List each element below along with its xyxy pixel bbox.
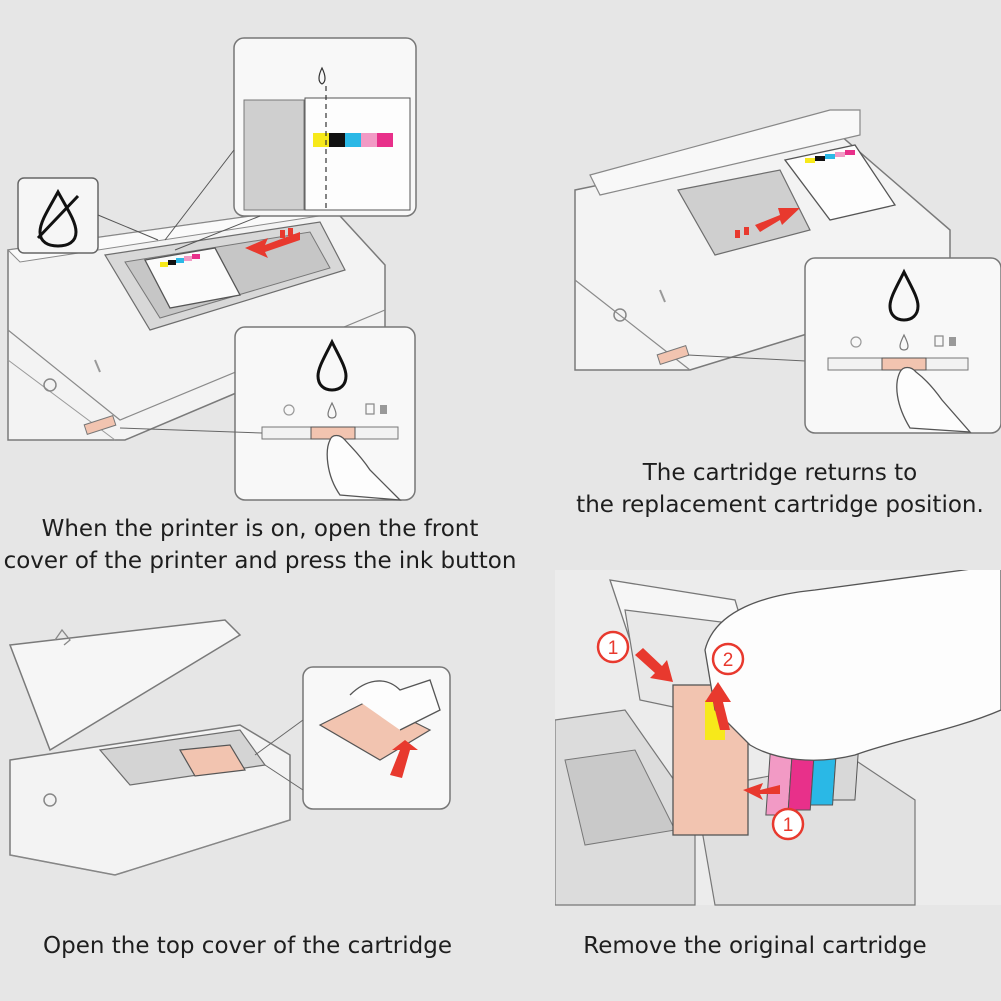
step-3-illustration — [8, 619, 451, 876]
step-1-caption: When the printer is on, open the front c… — [0, 513, 520, 577]
red-arrow-icon — [705, 682, 731, 730]
red-arrow-icon — [743, 783, 780, 800]
zoom-inset-button — [234, 326, 416, 501]
zoom-inset-button — [804, 257, 1001, 434]
step-2-illustration — [574, 109, 1001, 434]
finger — [896, 366, 972, 433]
caption-line: Remove the original cartridge — [583, 933, 927, 959]
step-3-panel: Open the top cover of the cartridge — [0, 600, 500, 980]
step-4-caption: Remove the original cartridge — [555, 930, 955, 962]
cancel-icon — [949, 337, 956, 346]
cancel-icon — [380, 405, 387, 414]
step-2-caption: The cartridge returns to the replacement… — [570, 457, 990, 521]
power-icon — [850, 336, 862, 348]
finger — [326, 434, 402, 501]
caption-line: the replacement cartridge position. — [576, 492, 984, 518]
step-1-panel: When the printer is on, open the front c… — [0, 0, 516, 590]
caption-line: cover of the printer and press the ink b… — [3, 548, 517, 574]
caption-line: The cartridge returns to — [642, 460, 918, 486]
red-arrow-icon — [390, 740, 418, 778]
ink-drop-icon — [888, 268, 920, 322]
red-arrow-icon — [245, 232, 300, 258]
hand — [704, 570, 1001, 761]
open-top-cover — [8, 619, 242, 752]
ink-drop-icon — [316, 338, 348, 392]
step-marker-1 — [596, 630, 630, 664]
step-marker-2-label: 2 — [723, 650, 734, 671]
step-2-panel: The cartridge returns to the replacement… — [570, 40, 1001, 530]
yellow-ink-slot — [160, 262, 168, 267]
red-arrow-icon — [635, 648, 673, 682]
paper-icon — [365, 403, 375, 415]
step-marker-1b — [771, 807, 805, 841]
ink-drop-off-icon — [38, 188, 78, 248]
caption-line: When the printer is on, open the front — [41, 516, 479, 542]
step-4-panel: 1 2 1 Remove the original cartridge — [555, 570, 1001, 980]
power-icon — [283, 404, 295, 416]
step-marker-1b-label: 1 — [783, 815, 794, 836]
step-1-illustration — [6, 37, 417, 501]
step-4-illustration: 1 2 1 — [555, 570, 1001, 906]
paper-icon — [934, 335, 944, 347]
step-marker-1-label: 1 — [608, 638, 619, 659]
step-marker-2 — [711, 642, 745, 676]
red-arrow-icon — [755, 208, 800, 232]
caption-line: Open the top cover of the cartridge — [43, 933, 452, 959]
step-3-caption: Open the top cover of the cartridge — [0, 930, 495, 962]
hand — [349, 679, 441, 731]
